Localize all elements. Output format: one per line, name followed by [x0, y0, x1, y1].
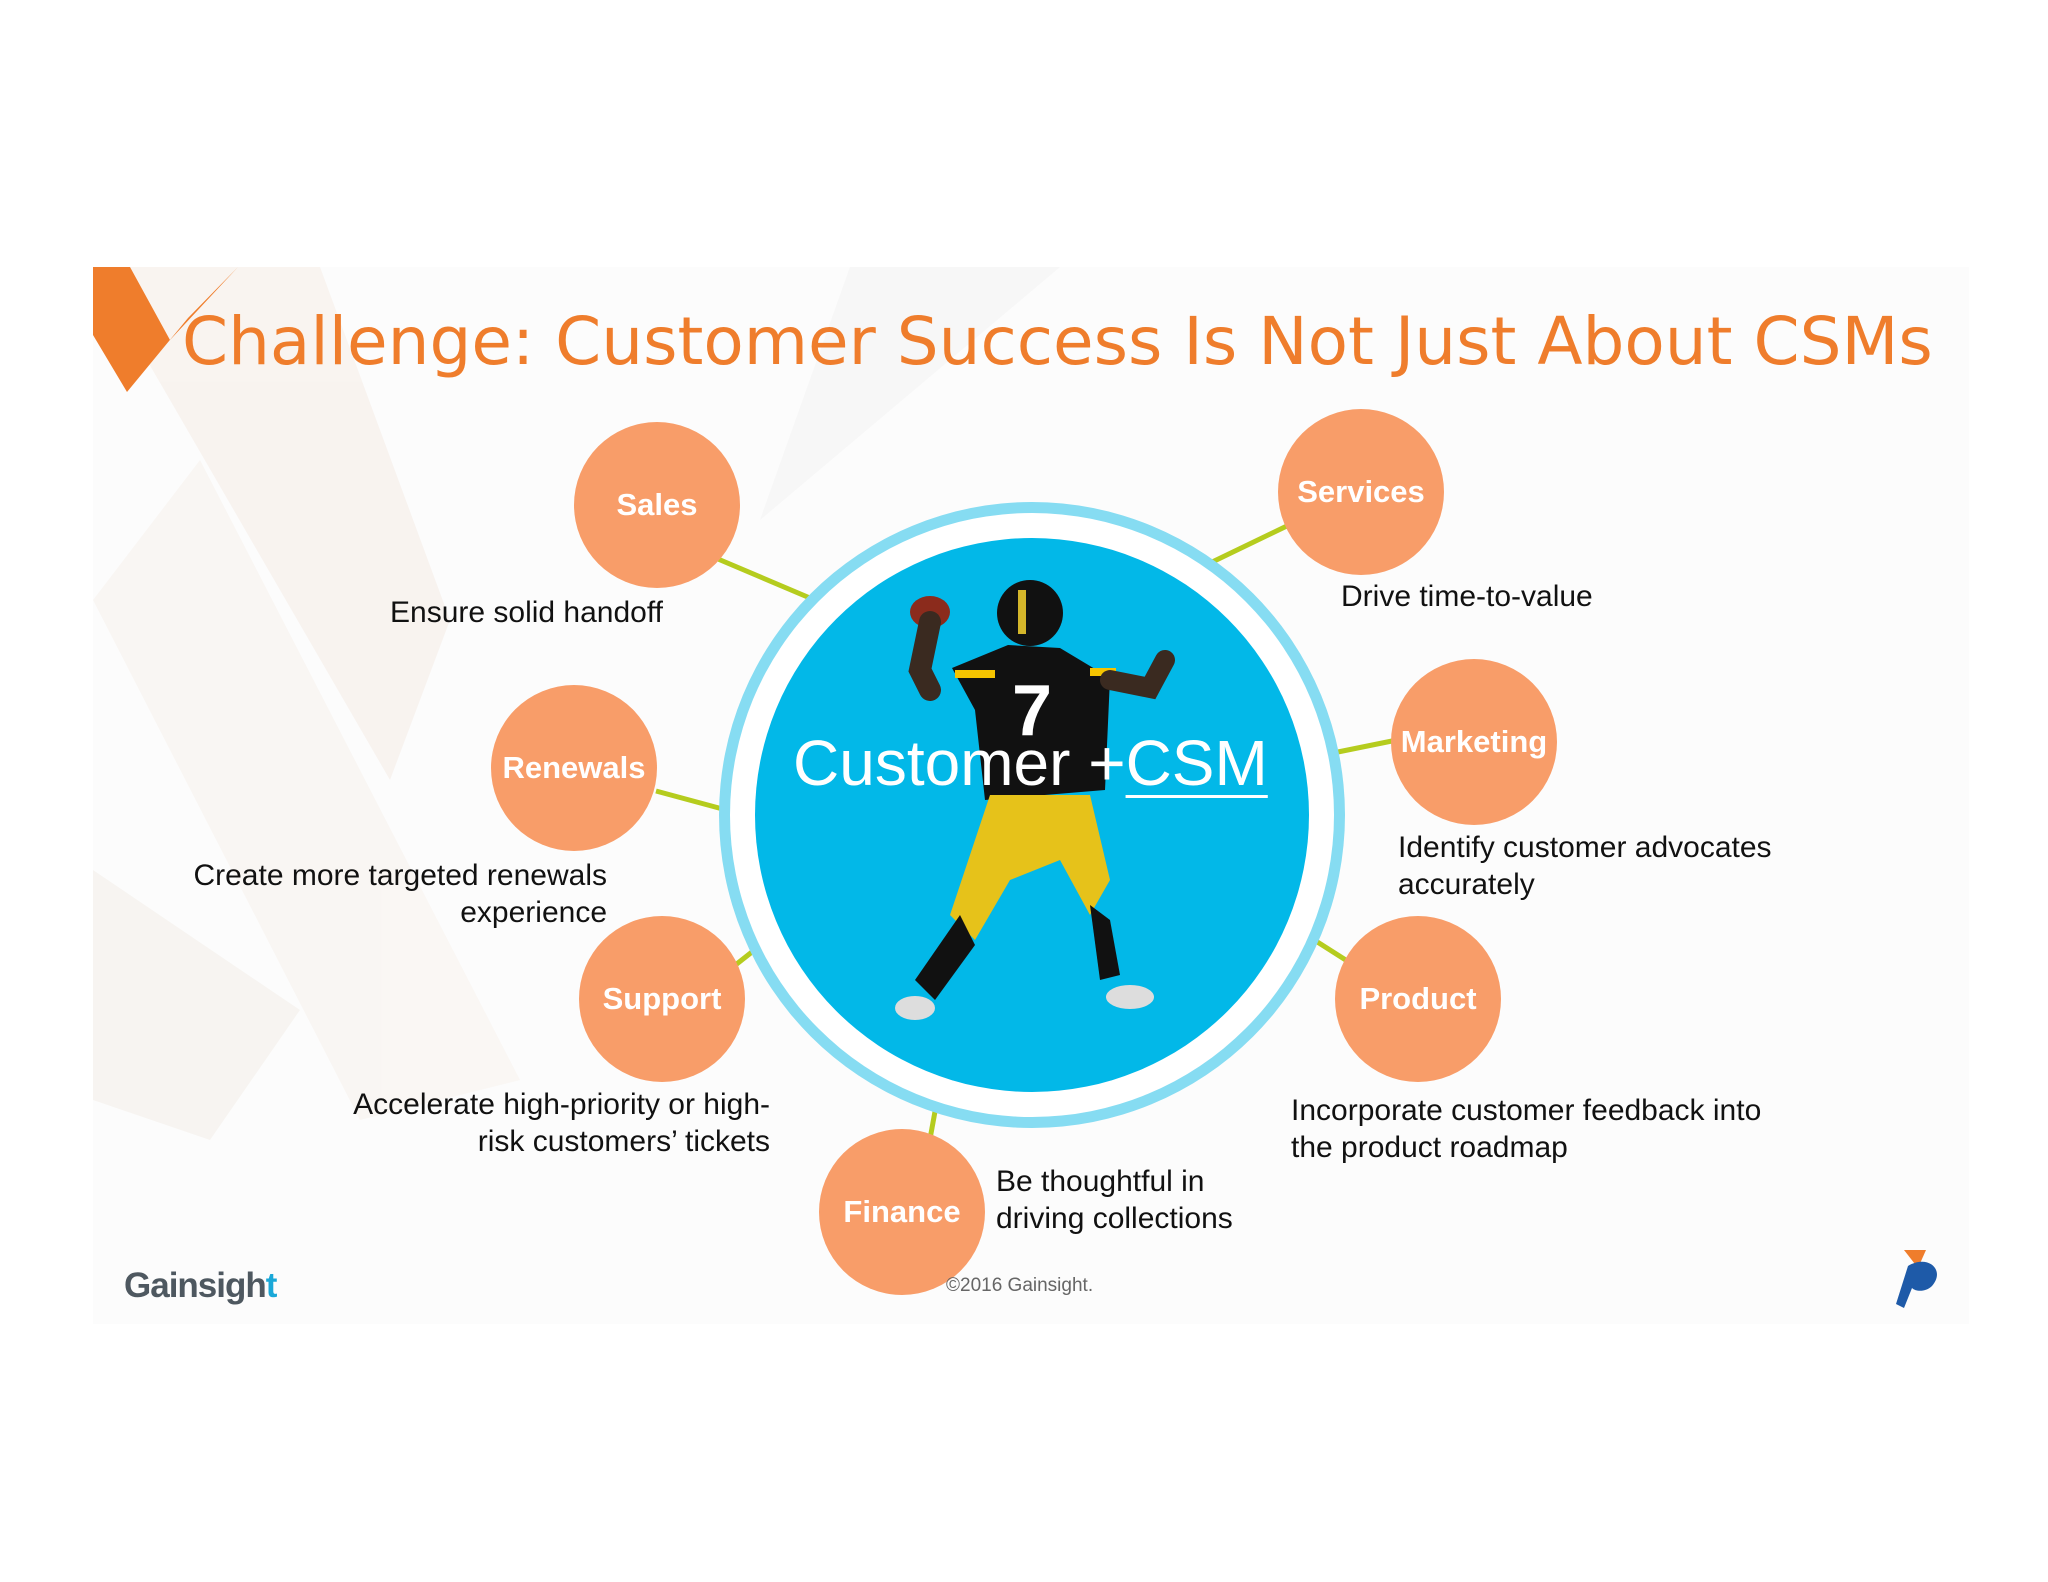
finance-bubble: Finance [819, 1129, 985, 1295]
sales-description: Ensure solid handoff [390, 596, 663, 629]
finance-description-line2: driving collections [996, 1202, 1233, 1235]
support-bubble: Support [579, 916, 745, 1082]
renewals-description: Create more targeted renewals experience [120, 857, 607, 931]
product-bubble: Product [1335, 916, 1501, 1082]
services-bubble: Services [1278, 409, 1444, 575]
marketing-description-line2: accurately [1398, 868, 1535, 901]
center-label: Customer +CSM [793, 726, 1268, 800]
product-description-line2: the product roadmap [1291, 1131, 1568, 1164]
corner-logo-icon [1896, 1250, 1937, 1308]
renewals-bubble: Renewals [491, 685, 657, 851]
copyright-text: ©2016 Gainsight. [946, 1275, 1094, 1296]
checkmark-logo-icon [93, 267, 238, 392]
connector-services [1204, 521, 1293, 568]
support-description-line2: risk customers’ tickets [477, 1125, 770, 1158]
renewals-description-line2: experience [460, 896, 607, 929]
finance-description: Be thoughtful in driving collections [996, 1163, 1233, 1237]
gainsight-logo: Gainsight [124, 1266, 278, 1306]
sales-bubble: Sales [574, 422, 740, 588]
slide-title: Challenge: Customer Success Is Not Just … [182, 303, 1933, 380]
product-description: Incorporate customer feedback into the p… [1291, 1092, 1761, 1166]
support-description-line1: Accelerate high-priority or high- [353, 1088, 770, 1121]
marketing-description: Identify customer advocates accurately [1398, 829, 1772, 903]
marketing-description-line1: Identify customer advocates [1398, 831, 1772, 864]
plus-sign: + [1088, 727, 1126, 799]
connector-marketing [1327, 738, 1393, 757]
support-description: Accelerate high-priority or high- risk c… [270, 1086, 770, 1160]
services-description: Drive time-to-value [1341, 580, 1593, 613]
jersey-number: 7 [1012, 671, 1052, 751]
customer-label: Customer [793, 727, 1071, 799]
gainsight-logo-accent: t [265, 1266, 278, 1305]
product-description-line1: Incorporate customer feedback into [1291, 1094, 1762, 1127]
quarterback-figure [895, 580, 1175, 1020]
finance-description-line1: Be thoughtful in [996, 1165, 1205, 1198]
renewals-description-line1: Create more targeted renewals [193, 859, 607, 892]
connector-renewals [655, 788, 731, 814]
background-chevrons [93, 267, 1060, 1140]
marketing-bubble: Marketing [1391, 659, 1557, 825]
connector-sales [717, 556, 818, 604]
csm-label: CSM [1125, 727, 1268, 799]
gainsight-logo-text: Gainsigh [124, 1266, 267, 1305]
